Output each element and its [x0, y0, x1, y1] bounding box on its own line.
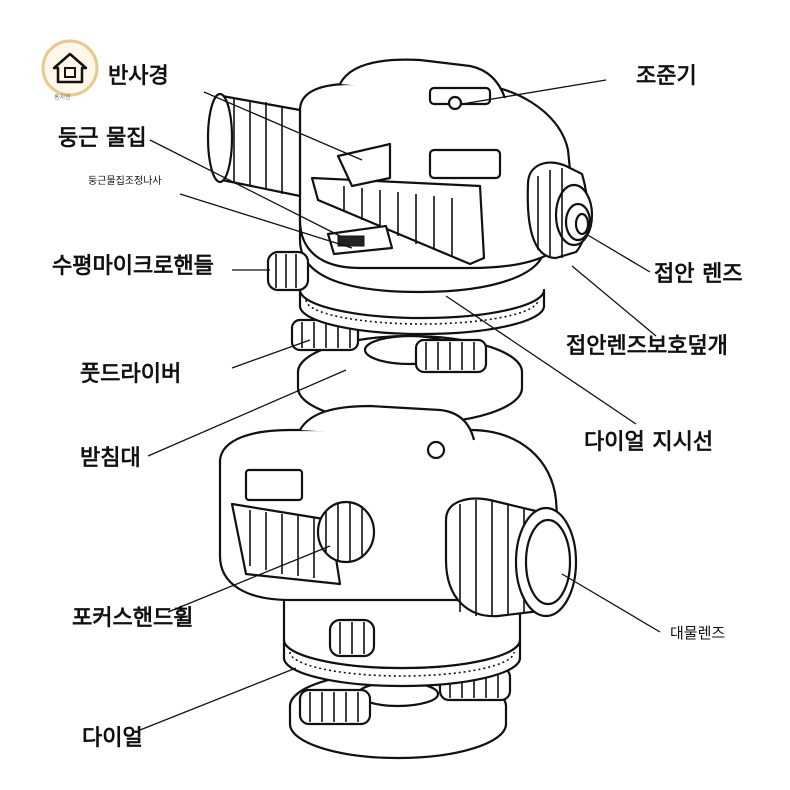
leader-dial	[139, 667, 297, 731]
bottom-focus-wheel	[316, 500, 376, 564]
top-rear-knurl	[206, 92, 302, 198]
bottom-objective-tube	[444, 497, 578, 618]
label-focus-wheel: 포커스핸드휠	[72, 606, 194, 631]
label-circular-bubble: 둥근 물집	[58, 126, 147, 151]
top-instrument	[206, 58, 594, 426]
top-foot-screw-right	[414, 338, 488, 374]
leader-objective	[561, 573, 661, 633]
logo-caption: 홈지엔	[54, 94, 71, 101]
home-logo-icon	[41, 39, 99, 97]
leader-eyepiece	[585, 233, 651, 273]
leader-focus-wheel	[167, 545, 331, 613]
label-objective: 대물렌즈	[670, 624, 726, 642]
label-eyepiece: 접안 렌즈	[654, 262, 743, 287]
label-foot-screw: 풋드라이버	[80, 362, 182, 387]
leader-dial-indicator	[445, 295, 637, 425]
leader-lines	[139, 79, 661, 731]
leader-bubble-screw	[179, 193, 353, 249]
label-reflector: 반사경	[108, 64, 169, 89]
label-sight: 조준기	[636, 64, 697, 89]
label-bubble-screw: 둥근물집조정나사	[88, 176, 162, 187]
label-dial: 다이얼	[82, 726, 143, 751]
leader-sight	[461, 79, 607, 105]
bottom-micro-handle	[328, 618, 376, 658]
label-micro-handle: 수평마이크로핸들	[52, 254, 214, 279]
bottom-side-grip	[230, 502, 342, 586]
bottom-foot-screw-left	[298, 688, 372, 726]
top-micro-handle	[266, 250, 310, 292]
label-base: 받침대	[80, 446, 141, 471]
leader-eyepiece-cover	[571, 265, 657, 337]
top-reflector	[336, 142, 392, 188]
top-eyepiece-assembly	[526, 161, 594, 260]
leader-reflector	[203, 91, 363, 161]
leader-foot-screw	[231, 339, 311, 369]
leader-bubble	[149, 139, 341, 237]
label-dial-indicator: 다이얼 지시선	[584, 430, 714, 455]
label-eyepiece-cover: 접안렌즈보호덮개	[566, 334, 728, 359]
top-side-grip	[310, 176, 486, 266]
leader-base	[147, 369, 347, 457]
bottom-instrument	[218, 404, 578, 760]
